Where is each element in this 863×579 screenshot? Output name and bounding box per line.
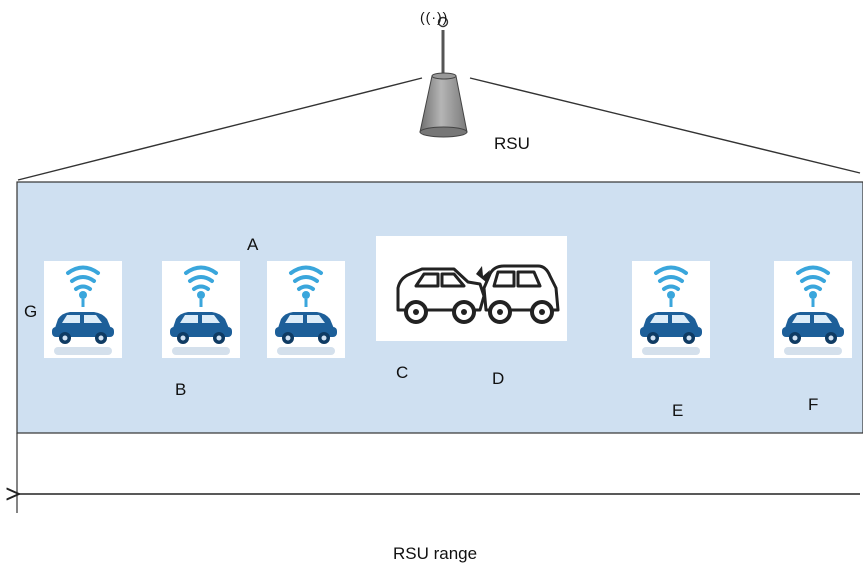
connected-car-icon [170,265,232,355]
connected-car-icon [782,265,844,355]
vehicle-label-a: A [247,235,259,254]
rsu-signal-icon: ((·)) [420,9,449,25]
vehicle-g-tile [44,261,122,358]
connected-car-icon [52,265,114,355]
vehicle-a-tile [267,261,345,358]
connected-car-icon [640,265,702,355]
vehicle-label-e: E [672,401,684,420]
vehicle-label-b: B [175,380,187,399]
connected-car-icon [275,265,337,355]
coverage-line-left [17,77,423,181]
vehicle-label-g: G [24,302,38,321]
rsu-range-label: RSU range [393,544,478,563]
coverage-line-right [469,77,861,174]
rsu-label: RSU [494,134,530,153]
vehicle-label-f: F [808,395,819,414]
vehicle-label-d: D [492,369,505,388]
vehicle-label-c: C [396,363,409,382]
crashed-car-icon [396,264,560,324]
vehicle-e-tile [632,261,710,358]
rsu-tower-icon [419,16,468,138]
crash-tile [376,236,567,341]
vehicle-b-tile [162,261,240,358]
vehicle-f-tile [774,261,852,358]
